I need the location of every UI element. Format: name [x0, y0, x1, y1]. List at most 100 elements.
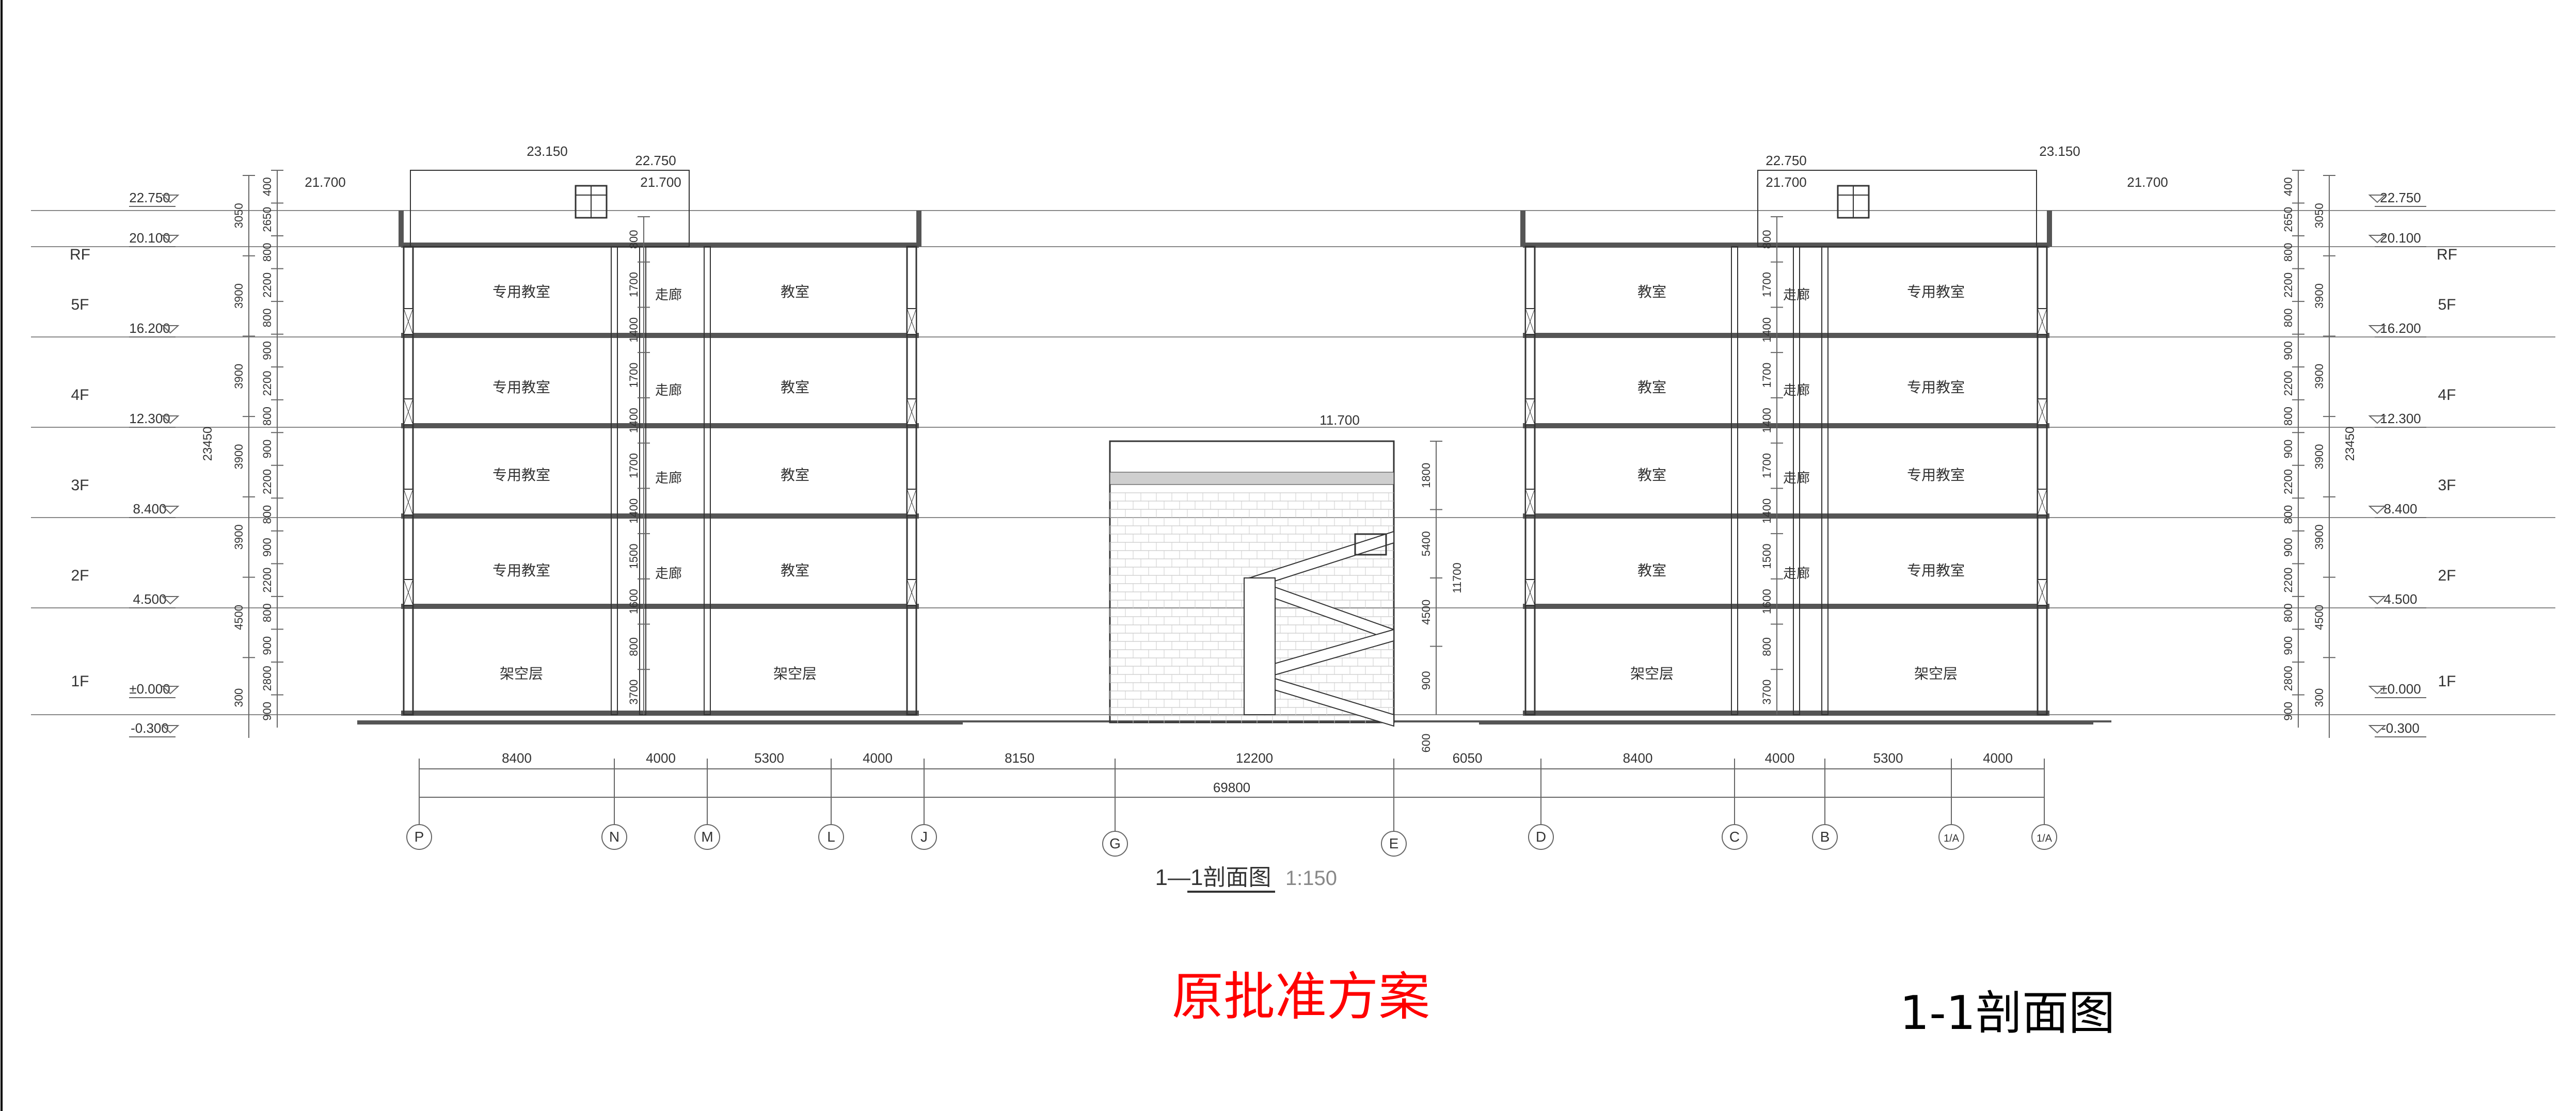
room-label: 教室 [1637, 379, 1666, 395]
left-inner-dim: 400 [261, 177, 274, 196]
room-label: 架空层 [1914, 666, 1958, 682]
axis-label: C [1729, 829, 1740, 845]
elevation-triangle [161, 195, 180, 203]
section-scale: 1:150 [1285, 867, 1337, 890]
axis-bubble [1381, 831, 1407, 857]
room-label: 专用教室 [492, 467, 550, 483]
axis-bubble [1812, 824, 1838, 850]
left-inner-dim: 800 [261, 603, 274, 622]
elevation-triangle [161, 325, 180, 334]
right-inner-dim: 900 [2282, 636, 2295, 655]
stair-elevation: 11.700 [1319, 412, 1360, 428]
span-dim: 5300 [1873, 750, 1903, 766]
corridor-dim: 1600 [1760, 589, 1773, 614]
axis-label: 1/A [2037, 833, 2053, 844]
floor-label-right: 2F [2438, 567, 2456, 584]
left-outer-dim: 3900 [232, 283, 245, 309]
floor-slab [401, 243, 919, 248]
corridor-dim: 1700 [627, 272, 640, 297]
axis-label: G [1109, 835, 1121, 851]
stair-window [1354, 533, 1387, 556]
left-outer-dim: 3900 [232, 524, 245, 550]
stair-core [1109, 440, 1395, 727]
corridor-label: 走廊 [1783, 382, 1810, 398]
parapet [399, 211, 404, 247]
right-outer-dim: 3050 [2313, 203, 2326, 228]
parapet [1520, 211, 1525, 247]
left-inner-dim: 900 [261, 440, 274, 459]
corridor-dim: 3700 [627, 680, 640, 705]
room-label: 专用教室 [1907, 562, 1965, 578]
left-inner-dim: 800 [261, 243, 274, 262]
right-inner-dim: 900 [2282, 702, 2295, 721]
window-mark [1525, 489, 1535, 516]
elevation-left: 12.300 [129, 411, 170, 426]
right-inner-dim: 2200 [2282, 371, 2295, 396]
column [611, 246, 618, 715]
right-inner-dim: 800 [2282, 603, 2295, 622]
axis-bubble [1938, 824, 1964, 850]
left-outer-dim: 3900 [232, 444, 245, 470]
elevation-triangle [2368, 686, 2387, 695]
right-outer-dim: 3900 [2313, 444, 2326, 470]
stair-band [1109, 472, 1394, 485]
axis-bubble [1528, 824, 1554, 850]
corridor-label: 走廊 [655, 566, 682, 581]
elevation-right: 16.200 [2380, 320, 2421, 336]
corridor-dim: 800 [627, 637, 640, 656]
top-elevation: 22.750 [1766, 153, 1807, 168]
left-inner-dim: 2200 [261, 272, 274, 298]
corridor-dim: 3700 [1760, 680, 1773, 705]
floor-label-left: 4F [71, 387, 89, 404]
elevation-left: 22.750 [129, 190, 170, 205]
floor-slab [401, 423, 919, 428]
span-dim: 8400 [1623, 750, 1653, 766]
span-dim: 4000 [863, 750, 893, 766]
floor-label-right: 5F [2438, 296, 2456, 313]
elevation-triangle [161, 506, 180, 514]
section-caption: 1—1剖面图 [1155, 865, 1271, 890]
window-mark [907, 308, 917, 335]
top-elevation: 21.700 [640, 174, 681, 190]
elevation-triangle [161, 725, 180, 734]
left-inner-dim: 2200 [261, 469, 274, 494]
axis-label: D [1536, 829, 1546, 845]
window-mark [2037, 489, 2047, 516]
window-mark [403, 308, 414, 335]
floor-label-left: 2F [71, 567, 89, 584]
corridor-dim: 1700 [1760, 363, 1773, 388]
corridor-dim: 800 [1760, 230, 1773, 249]
top-elevation: 21.700 [1766, 174, 1807, 190]
floor-label-left: 1F [71, 673, 89, 690]
column [1821, 246, 1828, 715]
floor-label-right: RF [2437, 246, 2457, 263]
window-mark [1525, 579, 1535, 606]
right-inner-dim: 900 [2282, 440, 2295, 459]
building-structure [357, 170, 2111, 724]
elevation-triangle [161, 596, 180, 605]
corridor-dim: 1700 [1760, 453, 1773, 478]
corridor-dim: 1400 [1760, 408, 1773, 433]
column [704, 246, 711, 715]
corridor-dim: 1400 [1760, 317, 1773, 343]
elevation-right: -0.300 [2381, 720, 2420, 736]
floor-label-right: 1F [2438, 673, 2456, 690]
stair-dim: 600 [1420, 734, 1433, 753]
stair-dim: 5400 [1420, 531, 1433, 556]
corridor-label: 走廊 [655, 382, 682, 398]
total-length: 69800 [1213, 780, 1250, 795]
floor-slab [1523, 243, 2049, 248]
left-inner-dim: 2200 [261, 371, 274, 396]
left-inner-dim: 900 [261, 702, 274, 721]
right-inner-dim: 2200 [2282, 469, 2295, 494]
axis-label: 1/A [1944, 833, 1960, 844]
elevation-triangle [2368, 235, 2387, 244]
span-dim: 12200 [1236, 750, 1273, 766]
stair-dim: 11700 [1451, 562, 1464, 593]
top-elevation: 23.150 [2039, 143, 2080, 159]
right-inner-dim: 900 [2282, 341, 2295, 360]
approval-note: 原批准方案 [1172, 967, 1430, 1027]
right-outer-dim: 3900 [2313, 283, 2326, 309]
elevation-triangle [2368, 596, 2387, 605]
